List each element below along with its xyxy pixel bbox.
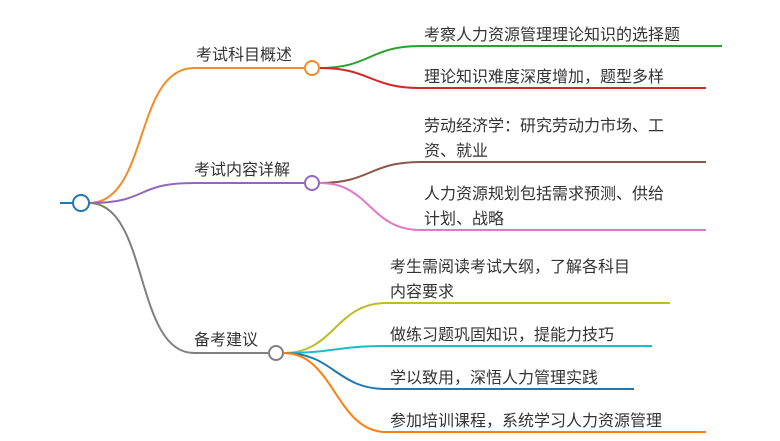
leaf-label-line: 考生需阅读考试大纲，了解各科目 [390, 257, 630, 276]
branch-connector [88, 182, 195, 204]
leaf-connector [319, 67, 421, 89]
root-node[interactable] [72, 194, 90, 212]
leaf-3-2: 做练习题巩固知识，提能力技巧 [283, 325, 652, 354]
branch-connector [88, 202, 195, 354]
leaf-label-line: 考察人力资源管理理论知识的选择题 [424, 25, 680, 44]
branch-node[interactable] [268, 345, 284, 361]
leaf-3-4: 参加培训课程，系统学习人力资源管理 [283, 352, 706, 433]
leaf-label-line: 参加培训课程，系统学习人力资源管理 [390, 411, 662, 430]
leaf-connector [319, 182, 421, 231]
branch-label: 考试科目概述 [196, 45, 292, 64]
branch-label: 考试内容详解 [194, 160, 290, 179]
branch-3: 备考建议考生需阅读考试大纲，了解各科目内容要求做练习题巩固知识，提能力技巧学以致… [88, 202, 706, 433]
leaf-label-line: 学以致用，深悟人力管理实践 [390, 368, 598, 387]
leaf-1-1: 考察人力资源管理理论知识的选择题 [319, 25, 722, 69]
leaf-label-line: 人力资源规划包括需求预测、供给 [424, 184, 664, 203]
leaf-label-line: 计划、战略 [424, 209, 504, 228]
leaf-label-line: 做练习题巩固知识，提能力技巧 [390, 325, 614, 344]
leaf-label-line: 内容要求 [390, 282, 454, 301]
leaf-connector [283, 302, 387, 354]
leaf-label-line: 资、就业 [424, 141, 488, 160]
branch-node[interactable] [304, 60, 320, 76]
branch-2: 考试内容详解劳动经济学：研究劳动力市场、工资、就业人力资源规划包括需求预测、供给… [88, 116, 706, 231]
leaf-2-1: 劳动经济学：研究劳动力市场、工资、就业 [319, 116, 706, 184]
leaf-label-line: 劳动经济学：研究劳动力市场、工 [424, 116, 664, 135]
branch-node[interactable] [304, 175, 320, 191]
leaf-connector [319, 161, 421, 184]
leaf-3-3: 学以致用，深悟人力管理实践 [283, 352, 634, 390]
leaf-connector [319, 45, 421, 69]
leaf-connector [283, 352, 387, 433]
leaf-connector [283, 352, 387, 390]
branch-connector [88, 67, 195, 204]
leaf-1-2: 理论知识难度深度增加，题型多样 [319, 67, 706, 89]
leaf-connector [283, 345, 387, 354]
leaf-label-line: 理论知识难度深度增加，题型多样 [424, 67, 664, 86]
branch-label: 备考建议 [194, 330, 258, 349]
